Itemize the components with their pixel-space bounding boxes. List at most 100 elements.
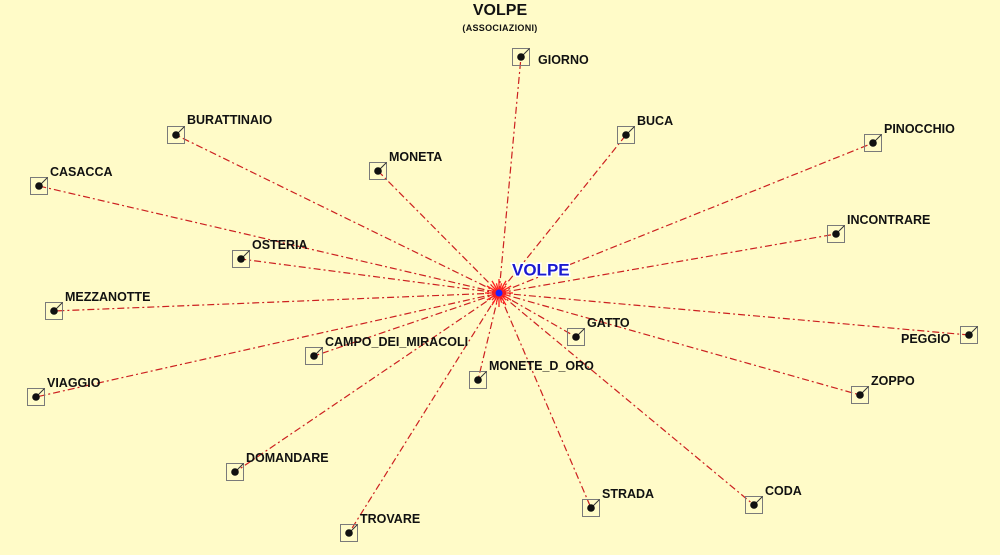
node-dot bbox=[35, 182, 43, 190]
node-box bbox=[167, 126, 185, 144]
edge-volpe-incontrare bbox=[498, 233, 837, 294]
node-label: BURATTINAIO bbox=[187, 113, 272, 127]
node-osteria[interactable]: OSTERIA bbox=[232, 238, 308, 268]
node-gatto[interactable]: GATTO bbox=[567, 316, 630, 346]
node-dot bbox=[237, 255, 245, 263]
node-strada[interactable]: STRADA bbox=[582, 487, 655, 517]
node-campo-dei-miracoli[interactable]: CAMPO_DEI_MIRACOLI bbox=[305, 335, 469, 365]
node-domandare[interactable]: DOMANDARE bbox=[226, 451, 329, 481]
node-layer: GIORNO BUCA PINOCCHIO BURATTINAIO MONETA CASA… bbox=[27, 48, 978, 542]
node-dot bbox=[622, 131, 630, 139]
node-monete-d-oro[interactable]: MONETE_D_ORO bbox=[469, 359, 595, 389]
edge-volpe-casacca bbox=[38, 185, 500, 294]
node-label: STRADA bbox=[602, 487, 654, 501]
node-box bbox=[512, 48, 530, 66]
node-dot bbox=[231, 468, 239, 476]
node-box bbox=[851, 386, 869, 404]
edge-volpe-pinocchio bbox=[498, 142, 874, 294]
edge-volpe-viaggio bbox=[35, 292, 500, 398]
node-label: VIAGGIO bbox=[47, 376, 101, 390]
node-dot bbox=[869, 139, 877, 147]
node-label: GATTO bbox=[587, 316, 630, 330]
node-giorno[interactable]: GIORNO bbox=[512, 48, 589, 68]
node-box bbox=[827, 225, 845, 243]
node-dot bbox=[572, 333, 580, 341]
node-box bbox=[567, 328, 585, 346]
node-moneta[interactable]: MONETA bbox=[369, 150, 443, 180]
node-label: MEZZANOTTE bbox=[65, 290, 150, 304]
edge-volpe-burattinaio bbox=[175, 134, 500, 294]
node-pinocchio[interactable]: PINOCCHIO bbox=[864, 122, 956, 152]
node-box bbox=[226, 463, 244, 481]
node-box bbox=[960, 326, 978, 344]
node-incontrare[interactable]: INCONTRARE bbox=[827, 213, 931, 243]
node-box bbox=[45, 302, 63, 320]
center-node[interactable]: VOLPE bbox=[485, 259, 571, 308]
node-dot bbox=[345, 529, 353, 537]
node-dot bbox=[965, 331, 973, 339]
edge-volpe-strada bbox=[498, 292, 592, 509]
node-coda[interactable]: CODA bbox=[745, 484, 802, 514]
node-zoppo[interactable]: ZOPPO bbox=[851, 374, 916, 404]
node-label: CAMPO_DEI_MIRACOLI bbox=[325, 335, 468, 349]
node-dot bbox=[32, 393, 40, 401]
node-box bbox=[469, 371, 487, 389]
node-box bbox=[582, 499, 600, 517]
node-box bbox=[617, 126, 635, 144]
node-box bbox=[232, 250, 250, 268]
node-dot bbox=[750, 501, 758, 509]
node-label: TROVARE bbox=[360, 512, 420, 526]
node-dot bbox=[374, 167, 382, 175]
node-dot bbox=[474, 376, 482, 384]
node-viaggio[interactable]: VIAGGIO bbox=[27, 376, 101, 406]
edge-volpe-coda bbox=[498, 292, 755, 506]
node-mezzanotte[interactable]: MEZZANOTTE bbox=[45, 290, 151, 320]
node-box bbox=[305, 347, 323, 365]
edge-volpe-domandare bbox=[234, 292, 500, 473]
node-burattinaio[interactable]: BURATTINAIO bbox=[167, 113, 273, 144]
node-casacca[interactable]: CASACCA bbox=[30, 165, 113, 195]
node-label: ZOPPO bbox=[871, 374, 915, 388]
diagram-title: VOLPE bbox=[472, 2, 528, 19]
edge-volpe-campo-dei-miracoli bbox=[313, 292, 500, 357]
diagram-subtitle: (ASSOCIAZIONI) bbox=[462, 23, 538, 33]
node-label: OSTERIA bbox=[252, 238, 308, 252]
edge-volpe-mezzanotte bbox=[53, 292, 500, 312]
node-box bbox=[369, 162, 387, 180]
edge-volpe-buca bbox=[498, 134, 627, 294]
node-label: CASACCA bbox=[50, 165, 113, 179]
node-box bbox=[864, 134, 882, 152]
node-box bbox=[745, 496, 763, 514]
node-dot bbox=[172, 131, 180, 139]
node-label: INCONTRARE bbox=[847, 213, 930, 227]
edge-volpe-peggio bbox=[498, 292, 970, 336]
center-label: VOLPE bbox=[512, 261, 570, 280]
edge-layer bbox=[35, 56, 970, 534]
node-label: BUCA bbox=[637, 114, 673, 128]
node-peggio[interactable]: PEGGIO bbox=[901, 326, 978, 347]
node-label: PINOCCHIO bbox=[884, 122, 955, 136]
node-label: MONETE_D_ORO bbox=[489, 359, 594, 373]
node-box bbox=[340, 524, 358, 542]
node-label: DOMANDARE bbox=[246, 451, 329, 465]
node-dot bbox=[832, 230, 840, 238]
node-box bbox=[27, 388, 45, 406]
edge-volpe-giorno bbox=[498, 56, 522, 294]
edge-volpe-osteria bbox=[240, 258, 500, 294]
node-label: GIORNO bbox=[538, 53, 589, 67]
node-dot bbox=[310, 352, 318, 360]
edge-volpe-moneta bbox=[377, 170, 500, 294]
node-label: PEGGIO bbox=[901, 332, 951, 346]
node-buca[interactable]: BUCA bbox=[617, 114, 674, 144]
node-label: CODA bbox=[765, 484, 802, 498]
center-dot bbox=[495, 289, 503, 297]
node-label: MONETA bbox=[389, 150, 442, 164]
node-box bbox=[30, 177, 48, 195]
node-dot bbox=[587, 504, 595, 512]
node-dot bbox=[517, 53, 525, 61]
node-dot bbox=[50, 307, 58, 315]
node-trovare[interactable]: TROVARE bbox=[340, 512, 421, 542]
edge-volpe-zoppo bbox=[498, 292, 861, 396]
